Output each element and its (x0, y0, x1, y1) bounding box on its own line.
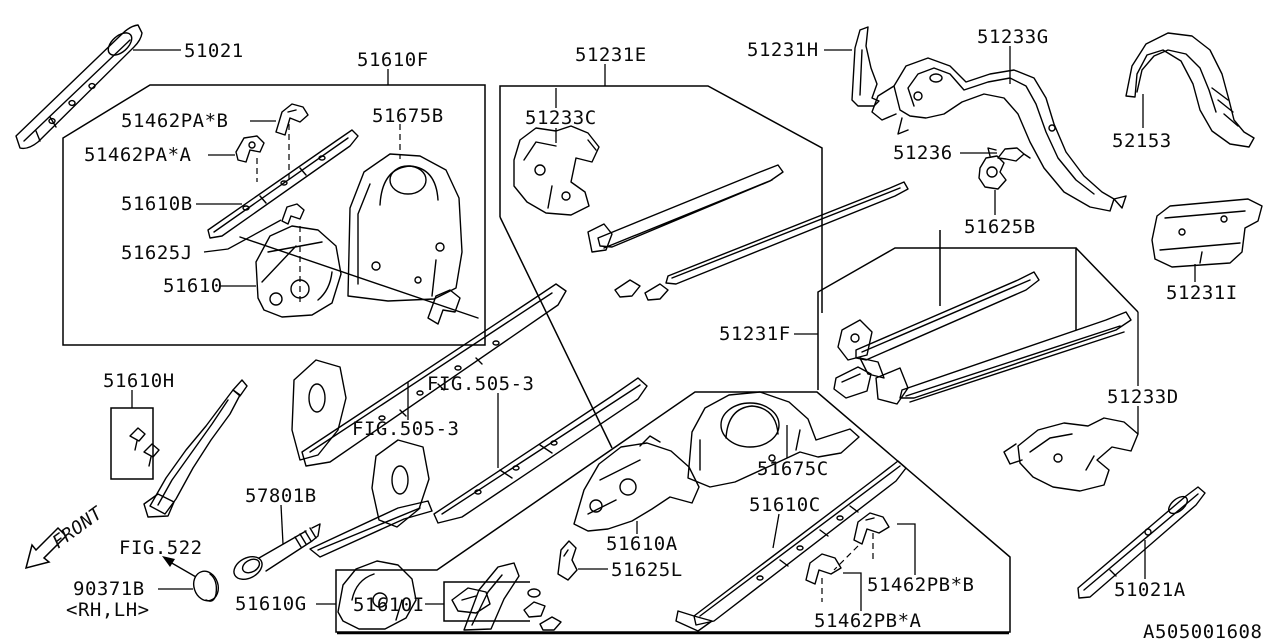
part-drawing-51625L (557, 540, 578, 581)
part-drawing-51675C (687, 391, 860, 488)
part-label-90371B: 90371B (73, 578, 145, 600)
part-label-57801B: 57801B (245, 485, 317, 507)
part-label-51462PA-A: 51462PA*A (84, 144, 192, 166)
leader-51462PB-B (897, 523, 916, 575)
part-label-51231E: 51231E (575, 44, 647, 66)
leader-51610C (772, 513, 780, 549)
part-drawing-51625B (978, 147, 1007, 190)
part-drawing-51236 (997, 147, 1031, 162)
part-label-51236: 51236 (893, 142, 953, 164)
group-box-51231F (817, 247, 1139, 390)
group-part-labels: 51021 51610F 51231E 51231H 51233G 52153 … (49, 26, 1262, 640)
part-label-51462PB-A: 51462PB*A (814, 610, 922, 632)
figure-ref-505-3-b: FIG.505-3 (352, 418, 459, 440)
group-box-51610H (110, 407, 154, 480)
part-drawing-51610A (573, 435, 700, 532)
part-label-51231H: 51231H (747, 39, 819, 61)
part-label-51675B: 51675B (372, 105, 444, 127)
part-label-rh-lh: <RH,LH> (66, 599, 150, 621)
part-drawing-51231H (851, 26, 880, 107)
part-drawing-51610H (129, 379, 248, 518)
part-drawing-51233C (513, 125, 600, 216)
part-label-51610C: 51610C (749, 494, 821, 516)
part-drawing-51231I (1151, 198, 1263, 268)
part-label-51021A: 51021A (1114, 579, 1186, 601)
leader-57801B (280, 504, 284, 545)
group-leader-lines (131, 46, 1196, 611)
part-label-51610I: 51610I (353, 594, 425, 616)
part-label-51625J: 51625J (121, 242, 193, 264)
part-drawing-front-rail-upper (291, 283, 567, 467)
part-label-51021: 51021 (184, 40, 244, 62)
part-label-52153: 52153 (1112, 130, 1172, 152)
fig522-arrowhead-icon (162, 556, 175, 567)
part-drawing-51610G-group (309, 500, 562, 631)
figure-ref-522: FIG.522 (119, 537, 203, 559)
part-drawing-small-bracket-boxA (427, 289, 461, 325)
part-drawing-57801B-bolt (233, 523, 321, 580)
part-drawing-sill-rails (587, 164, 909, 301)
part-label-51233D: 51233D (1107, 386, 1179, 408)
part-drawing-51462PB-B (853, 512, 890, 545)
part-label-51625L: 51625L (611, 559, 683, 581)
part-label-51610H: 51610H (103, 370, 175, 392)
part-label-51231I: 51231I (1166, 282, 1238, 304)
part-label-51675C: 51675C (757, 458, 829, 480)
part-label-51610F: 51610F (357, 49, 429, 71)
part-drawing-51675B (347, 153, 463, 302)
front-direction-arrow-icon (24, 526, 68, 570)
part-drawing-apron-base-line (239, 236, 479, 319)
part-drawing-front-rail-lower (371, 377, 648, 528)
part-label-51231F: 51231F (719, 323, 791, 345)
part-label-51233C: 51233C (525, 107, 597, 129)
part-label-51610B: 51610B (121, 193, 193, 215)
part-label-51610G: 51610G (235, 593, 307, 615)
group-boxes (62, 84, 1139, 635)
part-label-51610A: 51610A (606, 533, 678, 555)
part-drawing-51610C (675, 460, 907, 632)
divider-51231E-lower (499, 216, 613, 449)
part-label-51462PB-B: 51462PB*B (867, 574, 974, 596)
group-box-51231E (499, 85, 823, 313)
leader-fig522-line (169, 561, 197, 578)
part-drawing-51021A (1077, 486, 1206, 599)
part-label-51625B: 51625B (964, 216, 1036, 238)
part-drawing-51610 (255, 225, 342, 318)
part-drawing-51231F-rails (833, 271, 1132, 405)
part-label-51233G: 51233G (977, 26, 1049, 48)
figure-ref-505-3-a: FIG.505-3 (427, 373, 534, 395)
group-box-51610F (62, 84, 486, 346)
part-drawing-51233D (1003, 417, 1139, 492)
part-drawing-51021 (15, 24, 143, 150)
part-drawing-51625J (281, 203, 305, 225)
part-drawing-51233G (871, 57, 1127, 212)
figure-id-code: A505001608 (1143, 621, 1262, 640)
leader-51625J (203, 219, 282, 253)
part-label-51462PA-B: 51462PA*B (121, 110, 228, 132)
group-part-drawings (15, 24, 1263, 632)
part-drawing-52153 (1125, 32, 1255, 148)
part-drawing-51610B (207, 129, 359, 239)
part-drawing-90371B-grommet (192, 570, 220, 602)
part-drawing-51462PA-B (275, 103, 309, 136)
part-drawing-51462PA-A (235, 135, 265, 163)
group-box-51610I (443, 581, 530, 622)
part-label-51610: 51610 (163, 275, 223, 297)
part-drawing-51462PB-A (805, 553, 842, 585)
hidden-attachment-lines (256, 124, 874, 602)
leader-51462PB-A (843, 572, 862, 611)
